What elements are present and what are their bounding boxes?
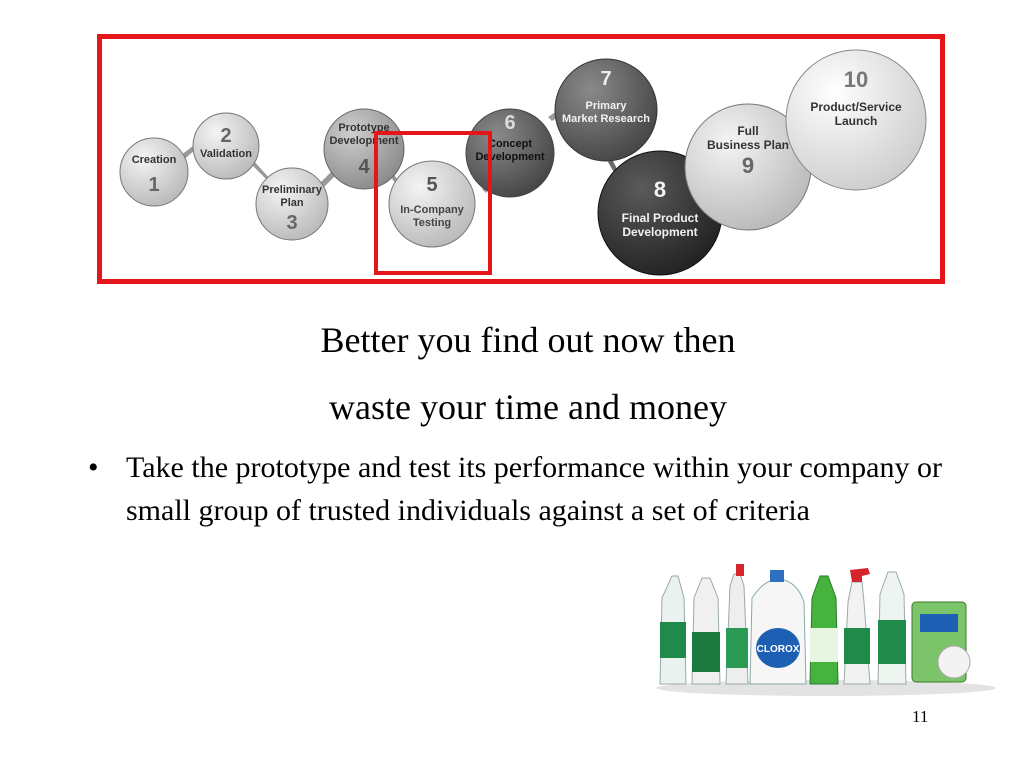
step-number-3: 3 (286, 212, 297, 234)
step-label-9-line-1: Full (737, 124, 758, 138)
step-circle-10 (785, 49, 927, 191)
step-label-1-line-1: Creation (132, 154, 177, 166)
headline-line-1: Better you find out now then (320, 320, 736, 360)
step-number-6: 6 (504, 112, 515, 134)
bullet-marker: • (88, 451, 99, 484)
headline-line-2: waste your time and money (329, 387, 727, 427)
step-label-2-line-1: Validation (200, 148, 252, 160)
step-label-4-line-2: Development (329, 135, 398, 147)
step-label-5-line-1: In-Company (400, 204, 464, 216)
step-label-10-line-2: Launch (835, 114, 878, 128)
slide-number: 11 (912, 707, 929, 726)
step-number-4: 4 (358, 156, 370, 178)
step-number-9: 9 (742, 153, 754, 178)
step-label-9-line-2: Business Plan (707, 138, 789, 152)
step-circle-7 (554, 58, 658, 162)
step-label-3-line-2: Plan (280, 197, 304, 209)
product-image: CLOROX (648, 558, 1004, 698)
step-number-8: 8 (654, 177, 666, 202)
step-label-7-line-1: Primary (586, 100, 628, 112)
step-circle-5 (388, 160, 476, 248)
step-label-6-line-2: Development (475, 151, 544, 163)
step-circle-2 (192, 112, 260, 180)
step-number-1: 1 (148, 174, 159, 196)
step-label-8-line-2: Development (622, 225, 697, 239)
product-brand-text: CLOROX (757, 644, 800, 655)
step-circle-4 (323, 108, 405, 190)
highlight-box-step-5 (374, 131, 492, 275)
clorox-products-illustration: CLOROX (656, 564, 996, 696)
step-circle-1 (119, 137, 189, 207)
step-number-5: 5 (426, 174, 437, 196)
step-label-7-line-2: Market Research (562, 113, 650, 125)
step-label-8-line-1: Final Product (622, 211, 699, 225)
step-number-2: 2 (220, 125, 231, 147)
step-number-10: 10 (844, 67, 868, 92)
step-label-10-line-1: Product/Service (810, 100, 902, 114)
step-label-5-line-2: Testing (413, 217, 451, 229)
step-number-7: 7 (600, 68, 611, 90)
step-circle-3 (255, 167, 329, 241)
step-label-6-line-1: Concept (488, 138, 532, 150)
step-label-3-line-1: Preliminary (262, 184, 323, 196)
bullet-text: Take the prototype and test its performa… (126, 451, 942, 527)
